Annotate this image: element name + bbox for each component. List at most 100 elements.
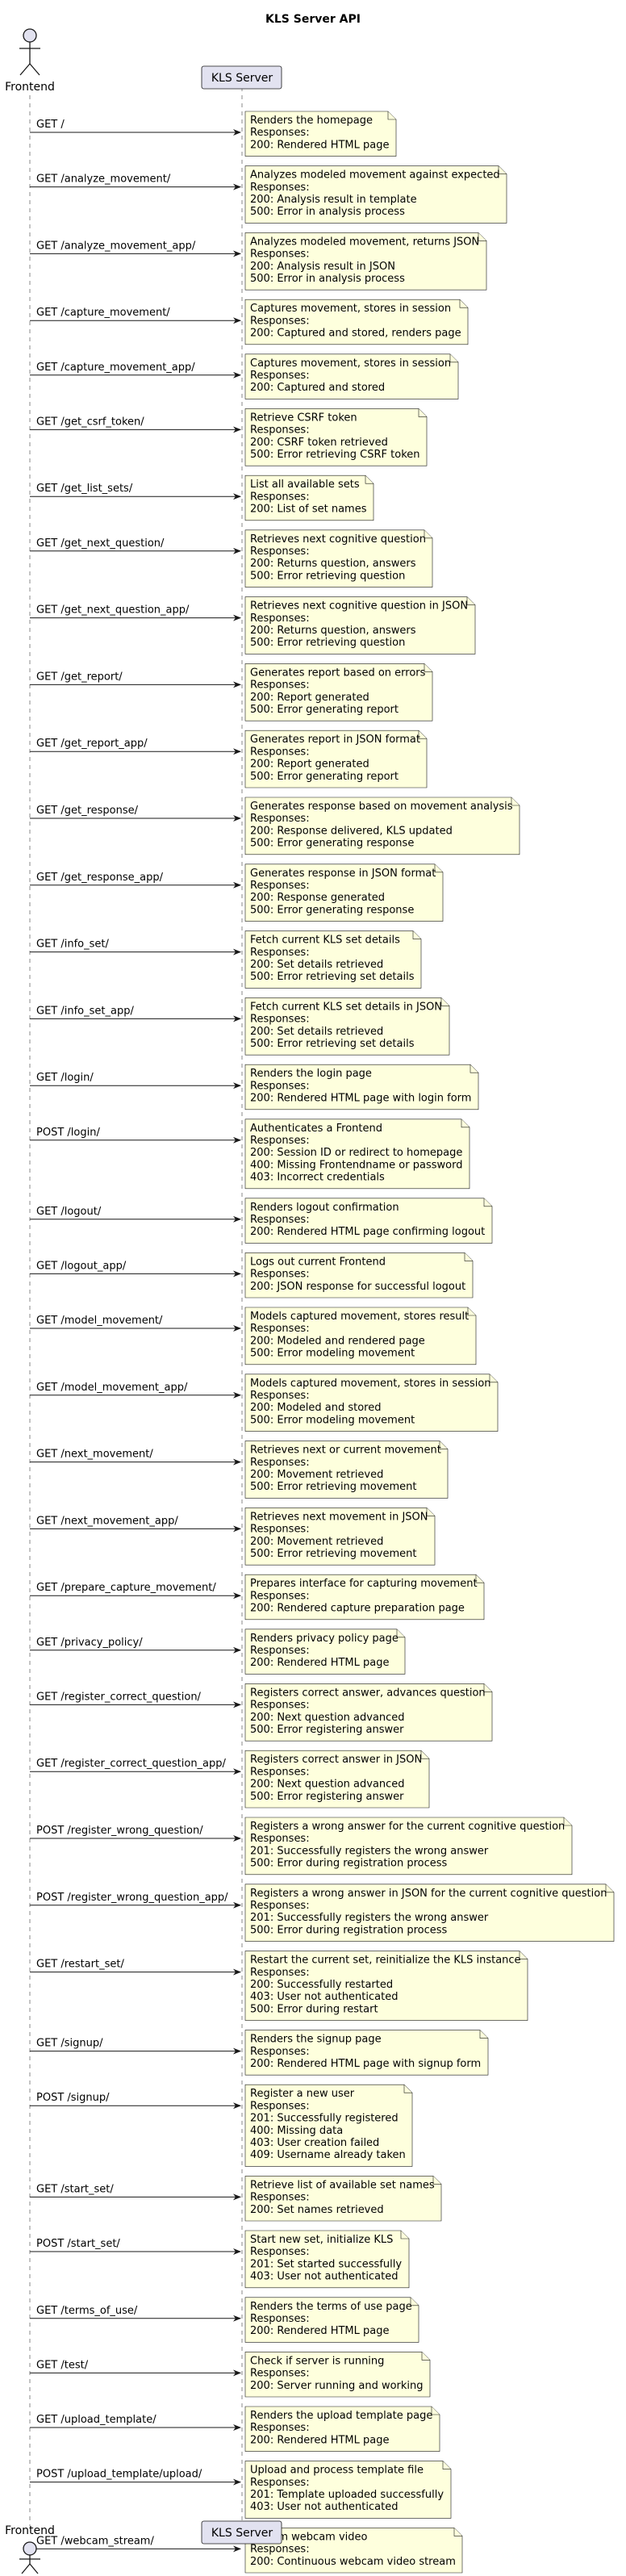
note-box xyxy=(244,1374,499,1432)
message-label: POST /login/ xyxy=(36,1127,100,1139)
message-19: GET /model_movement/Models captured move… xyxy=(30,1307,477,1365)
note-line: Renders the terms of use page xyxy=(250,2301,412,2313)
message-30: GET /signup/Renders the signup pageRespo… xyxy=(30,2030,489,2076)
server-participant-bottom: KLS Server xyxy=(201,2520,282,2545)
message-1: GET /analyze_movement/Analyzes modeled m… xyxy=(30,165,507,224)
note-line: Start new set, initialize KLS xyxy=(250,2234,393,2246)
note-line: Responses: xyxy=(250,546,310,558)
note-line: Responses: xyxy=(250,2477,310,2489)
message-label: GET /next_movement/ xyxy=(36,1449,153,1461)
note-box xyxy=(244,663,433,721)
message-label: GET /info_set/ xyxy=(36,939,109,951)
note-line: Responses: xyxy=(250,2246,310,2258)
note-line: Responses: xyxy=(250,127,310,139)
note-line: 500: Error registering answer xyxy=(250,1724,404,1736)
message-label: POST /signup/ xyxy=(36,2092,110,2104)
note-line: Upload and process template file xyxy=(250,2465,424,2477)
note-line: Responses: xyxy=(250,1590,310,1602)
note-line: Responses: xyxy=(250,1967,310,1979)
note-fold-corner xyxy=(410,2297,419,2306)
note-fold-corner xyxy=(470,1064,478,1073)
message-label: GET /get_report_app/ xyxy=(36,738,148,750)
note-line: Retrieves next cognitive question xyxy=(250,533,426,546)
note-line: Registers correct answer, advances quest… xyxy=(250,1687,486,1699)
note-line: 200: Successfully restarted xyxy=(250,1979,393,1991)
message-23: GET /prepare_capture_movement/Prepares i… xyxy=(30,1574,485,1620)
message-label: GET /capture_movement_app/ xyxy=(36,362,195,374)
note-fold-corner xyxy=(400,2231,409,2239)
message-label: GET /capture_movement/ xyxy=(36,307,170,319)
note-line: Responses: xyxy=(250,1014,310,1026)
note-line: Generates report in JSON format xyxy=(250,734,420,746)
message-label: GET /get_next_question/ xyxy=(36,537,165,550)
note-box xyxy=(244,2030,489,2076)
note-line: Responses: xyxy=(250,370,310,382)
note-fold-corner xyxy=(453,2528,462,2536)
message-label: GET /model_movement_app/ xyxy=(36,1382,188,1394)
note-line: Authenticates a Frontend xyxy=(250,1123,382,1135)
note-line: 200: Modeled and stored xyxy=(250,1402,381,1414)
message-label: GET /model_movement/ xyxy=(36,1315,163,1327)
note-line: 500: Error during registration process xyxy=(250,1924,448,1936)
note-fold-corner xyxy=(475,1574,484,1583)
note-line: 200: Rendered capture preparation page xyxy=(250,1603,465,1615)
note-fold-corner xyxy=(434,864,443,873)
note-line: 403: User not authenticated xyxy=(250,2271,398,2283)
message-label: GET /prepare_capture_movement/ xyxy=(36,1582,216,1594)
note-line: 200: Report generated xyxy=(250,692,369,704)
note-line: Responses: xyxy=(250,2313,310,2325)
note-box xyxy=(244,299,469,345)
note-line: 200: List of set names xyxy=(250,504,367,516)
note-line: Responses: xyxy=(250,315,310,327)
message-label: GET /restart_set/ xyxy=(36,1959,124,1971)
note-box xyxy=(244,2297,419,2343)
note-line: Responses: xyxy=(250,1700,310,1712)
note-box xyxy=(244,353,459,399)
note-box xyxy=(244,1441,449,1499)
note-fold-corner xyxy=(418,408,427,417)
note-box xyxy=(244,2084,413,2167)
note-line: 200: Report generated xyxy=(250,759,369,771)
note-line: 200: Analysis result in template xyxy=(250,194,417,206)
note-fold-corner xyxy=(478,232,486,241)
note-box xyxy=(244,1508,436,1566)
message-label: GET /get_csrf_token/ xyxy=(36,416,144,428)
note-fold-corner xyxy=(418,730,427,739)
note-line: Retrieve CSRF token xyxy=(250,412,357,424)
note-line: Responses: xyxy=(250,1323,310,1335)
note-line: 200: Captured and stored xyxy=(250,382,385,394)
message-9: GET /get_report/Generates report based o… xyxy=(30,663,433,721)
note-line: 403: Incorrect credentials xyxy=(250,1172,385,1184)
note-line: 200: JSON response for successful logout xyxy=(250,1281,465,1293)
note-line: Register a new user xyxy=(250,2088,355,2100)
note-fold-corner xyxy=(424,663,432,672)
frontend-actor-top: Frontend xyxy=(5,28,55,94)
message-label: GET /upload_template/ xyxy=(36,2414,156,2426)
note-line: Responses: xyxy=(250,2544,310,2556)
note-line: Responses: xyxy=(250,947,310,959)
note-box xyxy=(244,2461,452,2519)
message-label: GET /get_list_sets/ xyxy=(36,483,133,495)
note-line: 500: Error retrieving movement xyxy=(250,1481,417,1493)
note-fold-corner xyxy=(431,2407,440,2415)
note-line: 200: Rendered HTML page xyxy=(250,139,389,151)
note-line: 500: Error modeling movement xyxy=(250,1414,415,1426)
note-line: Renders the upload template page xyxy=(250,2410,432,2422)
note-box xyxy=(244,232,487,291)
note-line: Fetch current KLS set details xyxy=(250,935,400,947)
message-label: GET /test/ xyxy=(36,2359,89,2371)
note-line: 200: Analysis result in JSON xyxy=(250,261,395,273)
note-line: Responses: xyxy=(250,1214,310,1226)
note-line: Responses: xyxy=(250,1833,310,1845)
note-line: Retrieve list of available set names xyxy=(250,2179,435,2191)
message-28: POST /register_wrong_question_app/Regist… xyxy=(30,1884,615,1942)
note-line: Renders the homepage xyxy=(250,115,373,127)
note-line: 400: Missing data xyxy=(250,2125,343,2137)
frontend-label-bottom: Frontend xyxy=(5,2524,55,2537)
message-label: GET /terms_of_use/ xyxy=(36,2305,138,2317)
note-line: 200: Returns question, answers xyxy=(250,558,416,570)
message-label: GET /webcam_stream/ xyxy=(36,2535,154,2547)
message-18: GET /logout_app/Logs out current Fronten… xyxy=(30,1252,474,1298)
message-label: GET /register_correct_question_app/ xyxy=(36,1758,227,1770)
